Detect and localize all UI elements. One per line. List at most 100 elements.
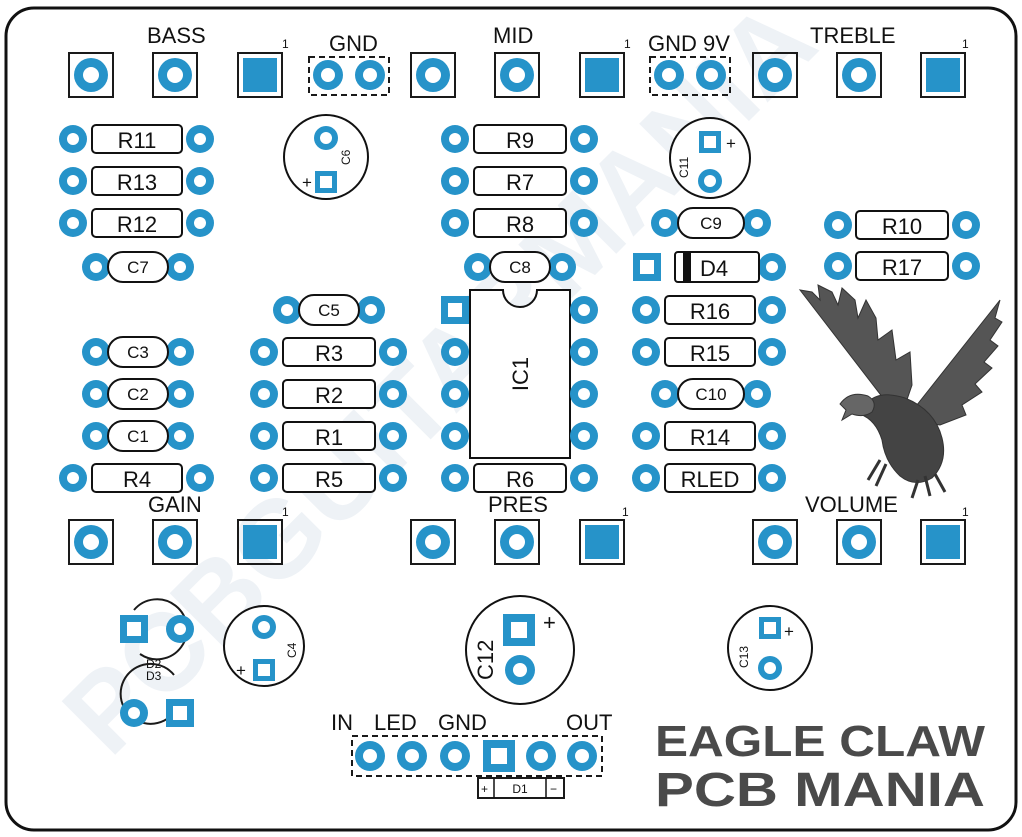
- resistor-r6: R6: [441, 463, 598, 493]
- diode-d4: D4: [633, 251, 786, 283]
- capacitor-c13: + C13: [727, 605, 813, 691]
- label-in: IN: [331, 710, 353, 735]
- svg-text:R2: R2: [315, 383, 343, 408]
- plus-sign: +: [302, 173, 312, 192]
- resistor-r8: R8: [441, 208, 598, 238]
- svg-text:R14: R14: [690, 425, 730, 450]
- capacitor-c4: + C4: [223, 605, 305, 687]
- resistor-r9: R9: [441, 124, 598, 154]
- pot-bass: BASS 1: [68, 23, 289, 98]
- resistor-r16: R16: [632, 295, 786, 325]
- capacitor-c8: C8: [464, 251, 576, 283]
- pin1-marker: 1: [962, 505, 969, 519]
- resistor-r11: R11: [59, 124, 214, 154]
- capacitor-c10: C10: [651, 378, 771, 410]
- svg-text:D4: D4: [700, 256, 728, 281]
- capacitor-c11: + C11: [669, 117, 751, 199]
- plus-sign: +: [236, 661, 246, 680]
- board-outline: [4, 6, 1018, 832]
- resistor-r4: R4: [59, 463, 214, 493]
- pin1-marker: 1: [282, 505, 289, 519]
- label-mid: MID: [493, 23, 533, 48]
- label-gnd-9v: GND 9V: [648, 31, 730, 56]
- capacitor-c1: C1: [82, 420, 194, 452]
- io-header: IN LED GND OUT: [331, 710, 612, 777]
- brand-text: EAGLE CLAW PCB MANIA: [655, 717, 986, 817]
- svg-text:R9: R9: [506, 128, 534, 153]
- label-led: LED: [374, 710, 417, 735]
- svg-text:C8: C8: [509, 258, 531, 277]
- svg-text:C7: C7: [127, 258, 149, 277]
- ic-ic1: IC1: [441, 289, 598, 459]
- capacitor-c9: C9: [651, 207, 771, 239]
- resistor-r3: R3: [250, 337, 407, 367]
- resistor-rled: RLED: [632, 463, 786, 493]
- resistor-r7: R7: [441, 166, 598, 196]
- svg-text:PCB MANIA: PCB MANIA: [655, 764, 985, 817]
- resistor-r17: R17: [824, 251, 980, 281]
- svg-text:C1: C1: [127, 427, 149, 446]
- svg-text:+: +: [481, 782, 488, 796]
- svg-text:C13: C13: [737, 646, 751, 668]
- svg-text:D1: D1: [512, 782, 528, 796]
- svg-text:C5: C5: [318, 301, 340, 320]
- led-d3: D3: [119, 662, 194, 727]
- capacitor-c7: C7: [82, 251, 194, 283]
- label-pres: PRES: [488, 492, 548, 517]
- label-treble: TREBLE: [810, 23, 896, 48]
- resistor-r1: R1: [250, 421, 407, 451]
- plus-sign: +: [726, 134, 736, 153]
- resistor-r5: R5: [250, 463, 407, 493]
- label-gnd-top: GND: [329, 31, 378, 56]
- led-d2: D2: [120, 598, 194, 671]
- pin1-marker: 1: [624, 37, 631, 51]
- label-gnd-bottom: GND: [438, 710, 487, 735]
- pot-pres: PRES 1: [410, 492, 629, 565]
- pot-gain: GAIN 1: [68, 492, 289, 565]
- capacitor-c6: + C6: [283, 114, 369, 200]
- svg-text:−: −: [550, 782, 557, 796]
- svg-text:R10: R10: [882, 214, 922, 239]
- eagle-logo: [798, 284, 1003, 499]
- svg-text:R16: R16: [690, 299, 730, 324]
- pin1-marker: 1: [622, 505, 629, 519]
- pin1-marker: 1: [962, 37, 969, 51]
- svg-text:C12: C12: [473, 640, 498, 680]
- svg-text:D3: D3: [146, 669, 162, 683]
- label-out: OUT: [566, 710, 612, 735]
- header-gnd-9v: GND 9V: [648, 31, 731, 96]
- pot-treble: TREBLE 1: [752, 23, 969, 98]
- plus-sign: +: [543, 610, 556, 635]
- svg-text:R13: R13: [117, 170, 157, 195]
- capacitor-c12: + C12: [465, 595, 575, 705]
- label-bass: BASS: [147, 23, 206, 48]
- svg-text:C2: C2: [127, 385, 149, 404]
- svg-text:EAGLE CLAW: EAGLE CLAW: [655, 717, 986, 766]
- resistor-r15: R15: [632, 337, 786, 367]
- svg-text:C10: C10: [695, 385, 726, 404]
- header-gnd-top: GND: [308, 31, 390, 96]
- svg-text:C6: C6: [339, 149, 353, 165]
- label-gain: GAIN: [148, 492, 202, 517]
- svg-text:C9: C9: [700, 214, 722, 233]
- capacitor-c3: C3: [82, 336, 194, 368]
- svg-text:R15: R15: [690, 341, 730, 366]
- svg-text:R12: R12: [117, 212, 157, 237]
- resistor-r12: R12: [59, 208, 214, 238]
- resistor-r2: R2: [250, 379, 407, 409]
- svg-text:R4: R4: [123, 467, 151, 492]
- svg-text:R11: R11: [118, 128, 157, 153]
- label-volume: VOLUME: [805, 492, 898, 517]
- svg-text:C11: C11: [677, 157, 691, 178]
- resistor-r10: R10: [824, 210, 980, 240]
- svg-text:R8: R8: [506, 212, 534, 237]
- svg-text:R5: R5: [315, 467, 343, 492]
- diode-d1: + D1 −: [477, 777, 565, 799]
- svg-text:C3: C3: [127, 343, 149, 362]
- svg-text:R17: R17: [882, 255, 922, 280]
- svg-text:R7: R7: [506, 170, 534, 195]
- pot-volume: VOLUME 1: [752, 492, 969, 565]
- resistor-r14: R14: [632, 421, 786, 451]
- svg-text:IC1: IC1: [508, 357, 533, 391]
